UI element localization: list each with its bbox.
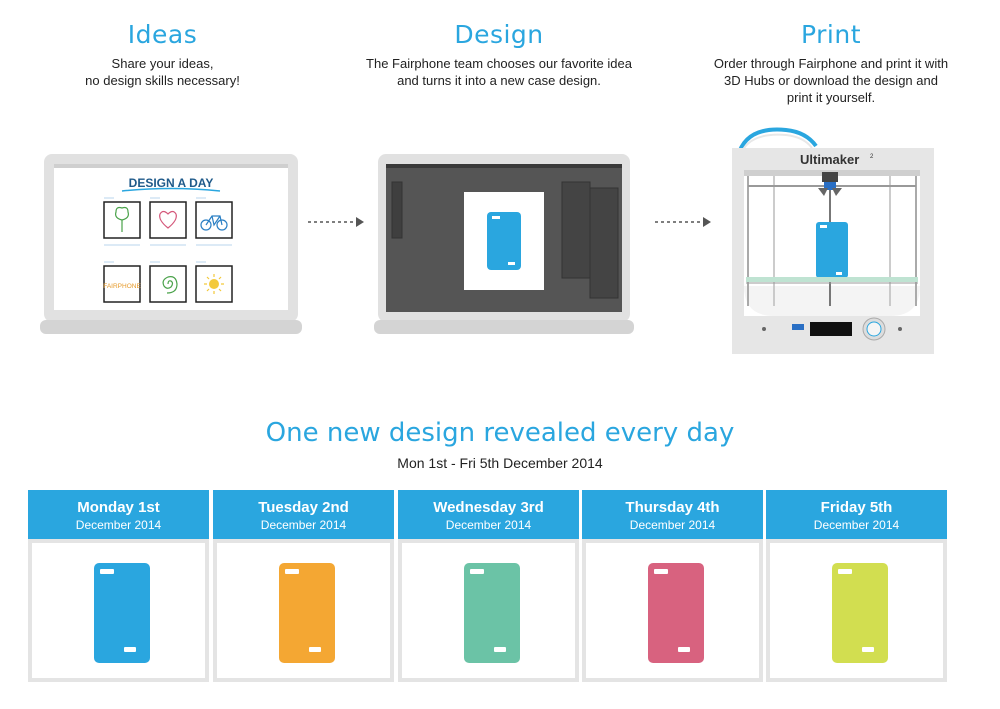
arrow-right-icon [655,217,711,227]
reveal-subtitle: Mon 1st - Fri 5th December 2014 [397,455,603,471]
day-name: Wednesday 3rd [433,499,544,516]
day-card-friday: Friday 5th December 2014 [766,490,947,682]
step-print-line3: print it yourself. [786,90,876,105]
ideas-laptop-illustration: DESIGN A DAY FAIRPHONE [40,154,302,334]
sketch-label: FAIRPHONE [103,283,141,290]
phone-case-design [94,563,150,663]
day-date: December 2014 [260,518,347,532]
phone-case-design [279,563,335,663]
day-name: Monday 1st [77,499,160,516]
laptop-heading: DESIGN A DAY [129,176,214,190]
day-card-tuesday: Tuesday 2nd December 2014 [213,490,394,682]
day-name: Thursday 4th [625,499,720,516]
step-ideas-title: Ideas [127,20,198,49]
day-date: December 2014 [813,518,900,532]
step-print-title: Print [800,20,861,49]
step-print-text: Order through Fairphone and print it wit… [690,55,972,106]
day-date: December 2014 [445,518,532,532]
day-name: Friday 5th [820,499,893,516]
step-design-text: The Fairphone team chooses our favorite … [339,55,659,89]
day-card-monday: Monday 1st December 2014 [28,490,209,682]
day-header: Friday 5th December 2014 [766,490,947,539]
phone-case-design [648,563,704,663]
day-name: Tuesday 2nd [258,499,349,516]
step-ideas-line1: Share your ideas, [111,56,214,71]
step-ideas-text: Share your ideas, no design skills necess… [60,55,265,89]
reveal-title: One new design revealed every day [265,418,735,448]
phone-case-design [832,563,888,663]
arrow-right-icon [308,217,364,227]
printer-illustration: Ultimaker 2 [732,127,934,354]
day-date: December 2014 [75,518,162,532]
step-design-title: Design [454,20,544,49]
step-ideas-line2: no design skills necessary! [85,73,240,88]
printer-brand: Ultimaker [800,152,859,167]
day-card-thursday: Thursday 4th December 2014 [582,490,763,682]
day-header: Wednesday 3rd December 2014 [398,490,579,539]
day-date: December 2014 [629,518,716,532]
step-design-line1: The Fairphone team chooses our favorite … [366,56,632,71]
printer-model-mark: 2 [870,154,874,160]
day-header: Thursday 4th December 2014 [582,490,763,539]
day-header: Tuesday 2nd December 2014 [213,490,394,539]
step-print-line1: Order through Fairphone and print it wit… [713,56,949,71]
design-laptop-illustration [374,154,634,334]
step-ideas: Ideas Share your ideas, no design skills … [60,20,265,89]
step-design-line2: and turns it into a new case design. [397,73,601,88]
day-header: Monday 1st December 2014 [28,490,209,539]
step-design: Design The Fairphone team chooses our fa… [339,20,659,89]
phone-case-design [464,563,520,663]
day-card-wednesday: Wednesday 3rd December 2014 [398,490,579,682]
step-print: Print Order through Fairphone and print … [690,20,972,106]
step-print-line2: 3D Hubs or download the design and [724,73,938,88]
